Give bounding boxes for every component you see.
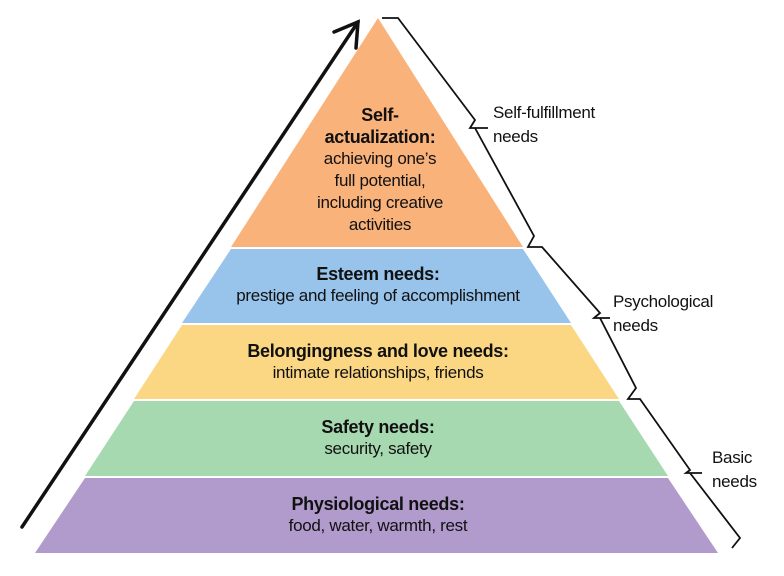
level-self-actualization <box>231 18 523 247</box>
level-label-esteem: Esteem needs: prestige and feeling of ac… <box>180 263 576 307</box>
group-label-basic: Basic needs <box>712 446 757 494</box>
group-line: Psychological <box>613 292 714 311</box>
up-arrow-icon <box>20 19 360 529</box>
level-title: Belongingness and love needs: <box>247 341 509 361</box>
level-desc: food, water, warmth, rest <box>288 516 468 535</box>
group-label-psychological: Psychological needs <box>613 290 713 338</box>
level-title: Physiological needs: <box>291 494 465 514</box>
level-title: Self- <box>361 105 399 125</box>
level-desc: activities <box>348 215 412 234</box>
level-physiological <box>35 478 718 553</box>
level-title: actualization: <box>324 127 436 147</box>
level-label-self-actualization: Self- actualization: achieving one’s ful… <box>260 104 500 236</box>
group-line: needs <box>493 127 538 146</box>
level-title: Safety needs: <box>321 417 435 437</box>
level-title: Esteem needs: <box>316 264 440 284</box>
level-label-safety: Safety needs: security, safety <box>200 416 556 460</box>
level-desc: full potential, <box>334 171 426 190</box>
group-line: needs <box>712 472 757 491</box>
level-safety <box>85 401 668 476</box>
level-label-belonging: Belongingness and love needs: intimate r… <box>160 340 596 384</box>
bracket-lines <box>382 17 742 549</box>
level-desc: achieving one’s <box>323 149 437 168</box>
level-belonging <box>134 325 619 399</box>
level-esteem <box>182 249 571 323</box>
group-label-self-fulfillment: Self-fulfillment needs <box>493 101 595 149</box>
level-desc: security, safety <box>324 439 432 458</box>
level-desc: including creative <box>317 193 443 212</box>
group-line: Self-fulfillment <box>493 103 595 122</box>
level-desc: intimate relationships, friends <box>272 363 484 382</box>
level-label-physiological: Physiological needs: food, water, warmth… <box>180 493 576 537</box>
group-line: Basic <box>712 448 753 467</box>
level-desc: prestige and feeling of accomplishment <box>236 286 520 305</box>
group-line: needs <box>613 316 658 335</box>
